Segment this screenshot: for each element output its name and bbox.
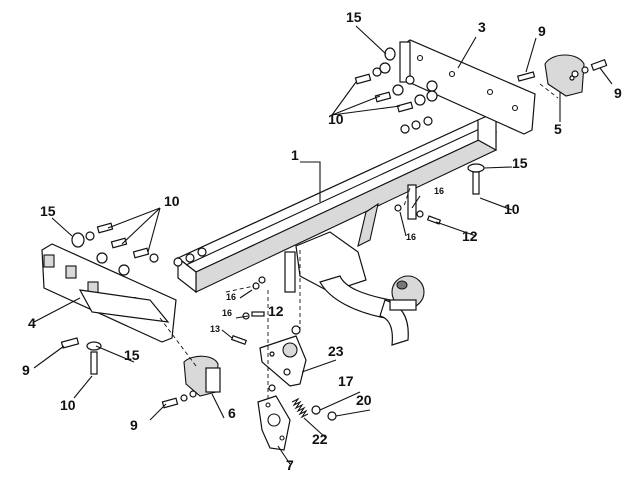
label-6: 6	[228, 405, 236, 421]
center-bracket	[284, 184, 417, 293]
label-10-left: 10	[164, 193, 180, 209]
label-15-left: 15	[40, 203, 56, 219]
label-15-top: 15	[346, 9, 362, 25]
left-end-cap	[183, 355, 221, 397]
label-1: 1	[291, 147, 299, 163]
label-23: 23	[328, 343, 344, 359]
socket-plate	[259, 335, 307, 387]
label-9-right: 9	[614, 85, 622, 101]
left-side-plate	[41, 243, 177, 343]
callout-labels: 1 3 4 5 6 7 9 9 9 9 10 10 10 10 12 12 13…	[22, 9, 622, 473]
label-13: 13	[210, 324, 220, 334]
label-9-left: 9	[22, 362, 30, 378]
label-7: 7	[286, 457, 294, 473]
label-10-top: 10	[328, 111, 344, 127]
label-5: 5	[554, 121, 562, 137]
label-4: 4	[28, 315, 36, 331]
main-crossbar	[176, 111, 498, 294]
label-15-right: 15	[512, 155, 528, 171]
label-16-b: 16	[406, 232, 416, 242]
label-20: 20	[356, 392, 372, 408]
right-end-cap	[544, 54, 585, 97]
label-16-c: 16	[226, 292, 236, 302]
label-12-right: 12	[462, 228, 478, 244]
label-3: 3	[478, 19, 486, 35]
bolts-and-washers	[60, 47, 608, 421]
label-10-bottom: 10	[60, 397, 76, 413]
spring	[291, 397, 309, 419]
right-side-plate	[399, 39, 536, 135]
mounting-plate	[257, 395, 291, 451]
label-16-a: 16	[434, 186, 444, 196]
label-16-d: 16	[222, 308, 232, 318]
label-17: 17	[338, 373, 354, 389]
label-9-bottom: 9	[130, 417, 138, 433]
alignment-lines	[159, 83, 559, 400]
leader-lines	[33, 25, 613, 465]
label-9-top: 9	[538, 23, 546, 39]
label-15-bottom: 15	[124, 347, 140, 363]
label-10-right: 10	[504, 201, 520, 217]
label-22: 22	[312, 431, 328, 447]
tow-ball-neck	[319, 275, 425, 346]
label-12-middle: 12	[268, 303, 284, 319]
